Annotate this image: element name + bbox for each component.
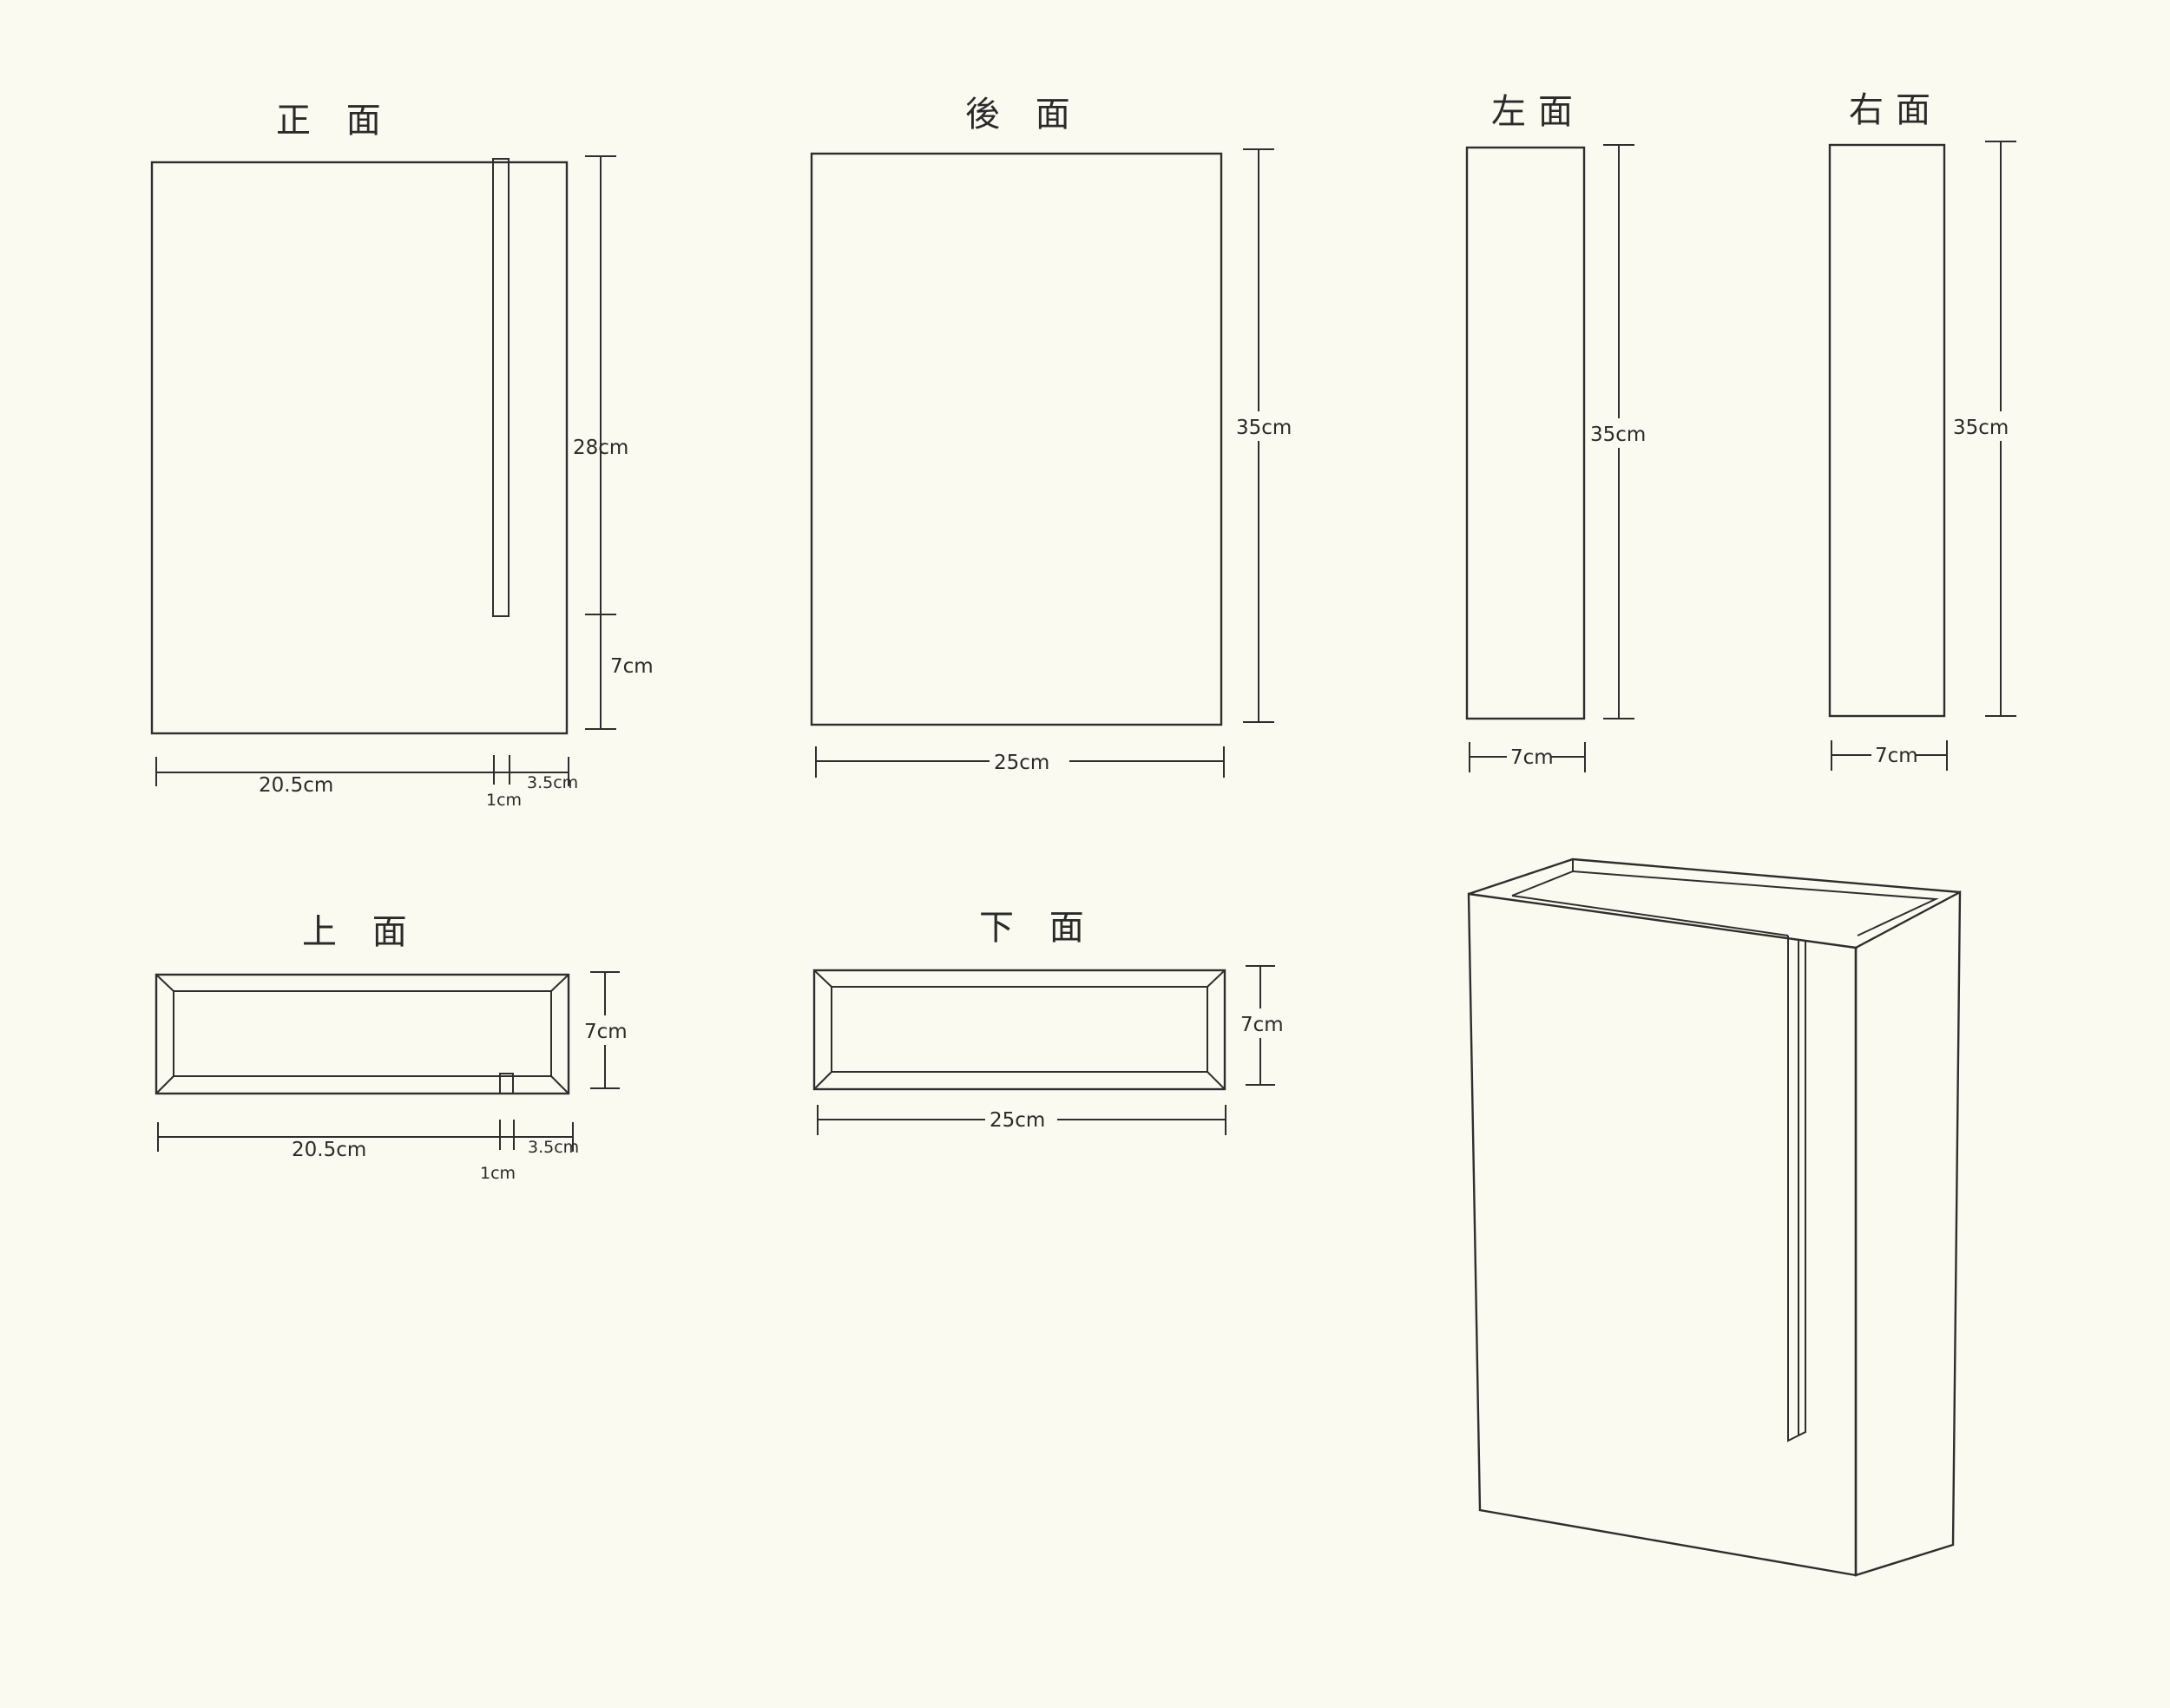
- bottom-view: 下 面 7cm 25cm: [812, 908, 1286, 1135]
- bottom-depth-label-gap: [1238, 1008, 1286, 1038]
- iso-slot: [1787, 936, 1806, 1442]
- top-width-slot-label: 1cm: [480, 1164, 516, 1183]
- right-view-title: 右面: [1849, 90, 1943, 130]
- iso-top-rim-front-inner: [1511, 895, 1789, 936]
- back-panel-outline: [810, 152, 1223, 726]
- front-width-main-label: 20.5cm: [259, 774, 333, 797]
- left-view-title: 左面: [1491, 92, 1585, 132]
- bottom-bevel-br: [1207, 1071, 1226, 1090]
- back-height-label: 35cm: [1236, 417, 1292, 439]
- back-view-title: 後 面: [965, 95, 1082, 135]
- front-width-right-label: 3.5cm: [527, 773, 578, 792]
- front-panel-outline: [150, 161, 569, 735]
- bottom-width-label: 25cm: [990, 1109, 1045, 1132]
- left-height-label: 35cm: [1590, 424, 1646, 446]
- bottom-view-title: 下 面: [979, 908, 1096, 948]
- top-bevel-tl: [155, 974, 174, 992]
- front-width-slot-label: 1cm: [486, 791, 522, 810]
- right-height-label: 35cm: [1953, 417, 2009, 439]
- bottom-depth-label: 7cm: [1240, 1014, 1284, 1036]
- left-view: 左面 35cm 7cm: [1465, 92, 1651, 772]
- bottom-panel-inner: [831, 986, 1208, 1073]
- bottom-bevel-bl: [813, 1071, 832, 1090]
- top-panel-outer: [155, 973, 570, 1095]
- front-view: 正 面 28cm 7cm 20.5cm 1cm 3.5cm: [150, 101, 654, 810]
- top-width-main-label: 20.5cm: [292, 1139, 366, 1161]
- back-width-label: 25cm: [994, 752, 1049, 774]
- isometric-view: [1467, 857, 1962, 1577]
- top-view: 上 面 7cm 20.5cm 1cm 3.5cm: [155, 912, 630, 1183]
- back-view: 後 面 35cm 25cm: [810, 95, 1292, 778]
- top-bevel-bl: [155, 1075, 174, 1094]
- top-width-right-label: 3.5cm: [528, 1138, 579, 1157]
- right-height-label-gap: [1950, 411, 2024, 441]
- left-width-label: 7cm: [1510, 746, 1554, 769]
- top-bevel-tr: [550, 974, 569, 992]
- top-depth-label: 7cm: [584, 1021, 628, 1043]
- front-view-title: 正 面: [276, 101, 393, 141]
- bottom-bevel-tl: [813, 969, 832, 988]
- front-slot: [492, 158, 510, 617]
- top-slot: [499, 1073, 514, 1094]
- top-view-title: 上 面: [302, 912, 419, 952]
- right-panel-outline: [1828, 143, 1946, 718]
- left-height-label-gap: [1587, 418, 1651, 448]
- back-height-label-gap: [1233, 411, 1290, 441]
- top-depth-label-gap: [582, 1015, 630, 1045]
- iso-top-rim-outer: [1468, 857, 1961, 896]
- top-bevel-br: [550, 1075, 569, 1094]
- bottom-panel-outer: [812, 969, 1226, 1091]
- left-panel-outline: [1465, 146, 1586, 720]
- front-height-lower-label: 7cm: [610, 655, 654, 678]
- iso-slot-top-edge: [1805, 940, 1858, 949]
- front-height-main-label: 28cm: [573, 437, 628, 459]
- bottom-bevel-tr: [1207, 969, 1226, 988]
- top-panel-inner: [173, 990, 552, 1077]
- iso-side-face: [1854, 890, 1962, 1577]
- right-width-label: 7cm: [1875, 745, 1918, 767]
- right-view: 右面 35cm 7cm: [1828, 90, 2024, 771]
- iso-top-rim-inner: [1511, 870, 1939, 936]
